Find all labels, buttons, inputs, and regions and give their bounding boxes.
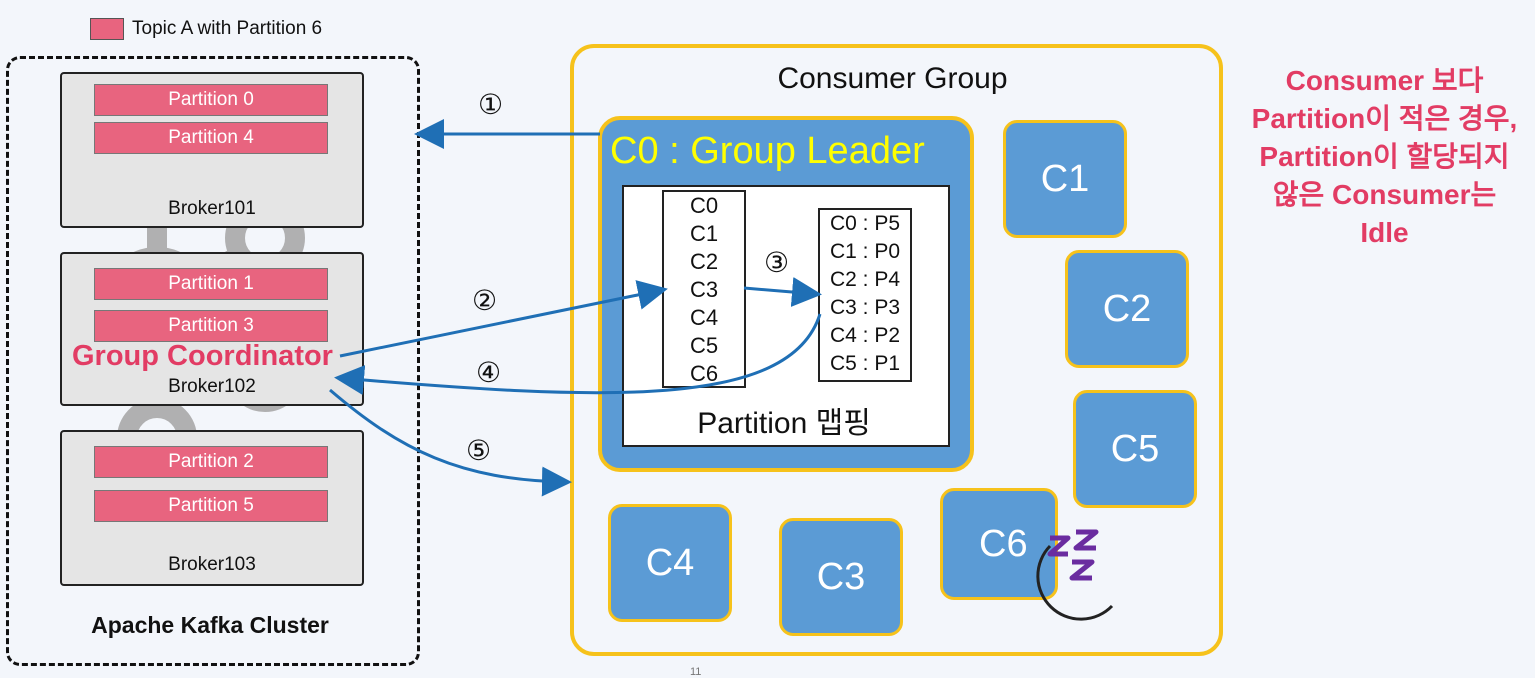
step-5-label: ⑤ (466, 435, 492, 466)
sleeping-moon-icon (1036, 529, 1114, 621)
kafka-cluster-box (6, 56, 420, 666)
assignment-item: C1 : P0 (829, 240, 901, 263)
consumer-group-title: Consumer Group (777, 62, 1008, 95)
broker-label: Broker103 (168, 554, 256, 575)
assignment-item: C4 : P2 (829, 324, 901, 347)
assignment-item: C0 : P5 (829, 212, 901, 235)
note-line: Partition이 적은 경우, (1251, 103, 1518, 134)
member-item: C2 (689, 249, 719, 274)
broker-103: Partition 2 Partition 5 Broker103 (60, 430, 364, 586)
member-item: C5 (689, 333, 719, 358)
group-leader-title: C0 : Group Leader (610, 130, 925, 172)
cluster-label: Apache Kafka Cluster (91, 612, 329, 638)
partition-box: Partition 4 (94, 122, 328, 154)
broker-label: Broker102 (168, 376, 256, 397)
consumer-c3: C3 (779, 518, 903, 636)
member-item: C0 (689, 193, 719, 218)
note-line: Consumer 보다 (1285, 65, 1484, 96)
step-3-label: ③ (764, 247, 790, 278)
assignment-list: C0 : P5 C1 : P0 C2 : P4 C3 : P3 C4 : P2 … (818, 208, 912, 382)
member-item: C6 (689, 361, 719, 386)
member-item: C1 (689, 221, 719, 246)
broker-102: Partition 1 Partition 3 Broker102 (60, 252, 364, 406)
note-line: Partition이 할당되지 (1259, 141, 1510, 172)
assignment-item: C5 : P1 (829, 352, 901, 375)
member-item: C4 (689, 305, 719, 330)
arrow-step-5 (329, 388, 572, 497)
consumer-c2: C2 (1065, 250, 1189, 368)
legend: Topic A with Partition 6 (90, 18, 322, 40)
step-4-label: ④ (476, 357, 502, 388)
partition-box: Partition 0 (94, 84, 328, 116)
member-item: C3 (689, 277, 719, 302)
page-number: 11 (690, 666, 702, 678)
arrow-step-3 (743, 277, 822, 307)
arrow-step-2 (339, 280, 668, 358)
partition-box: Partition 1 (94, 268, 328, 300)
consumer-c4: C4 (608, 504, 732, 622)
step-1-label: ① (478, 89, 504, 120)
note-line: 않은 Consumer는 (1272, 179, 1497, 210)
legend-swatch (90, 18, 124, 40)
partition-box: Partition 2 (94, 446, 328, 478)
member-list: C0 C1 C2 C3 C4 C5 C6 (662, 190, 746, 388)
partition-box: Partition 3 (94, 310, 328, 342)
group-coordinator-label: Group Coordinator (72, 340, 333, 372)
step-2-label: ② (472, 285, 498, 316)
idle-note: Consumer 보다 Partition이 적은 경우, Partition이… (1232, 62, 1535, 252)
note-line: Idle (1360, 217, 1409, 248)
broker-101: Partition 0 Partition 4 Broker101 (60, 72, 364, 228)
arrow-step-4 (334, 313, 822, 395)
assignment-item: C2 : P4 (829, 268, 901, 291)
consumer-c1: C1 (1003, 120, 1127, 238)
assignment-item: C3 : P3 (829, 296, 901, 319)
partition-mapping-label: Partition 맵핑 (697, 407, 871, 440)
broker-label: Broker101 (168, 198, 256, 219)
consumer-c5: C5 (1073, 390, 1197, 508)
partition-box: Partition 5 (94, 490, 328, 522)
legend-label: Topic A with Partition 6 (132, 18, 323, 39)
